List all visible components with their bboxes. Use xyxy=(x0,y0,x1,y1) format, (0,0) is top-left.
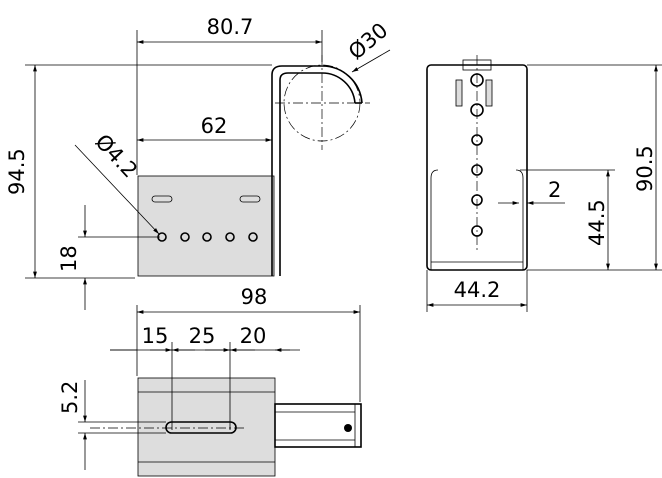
dim-62: 62 xyxy=(201,114,228,138)
dim-25: 25 xyxy=(189,324,216,348)
dim-94-5: 94.5 xyxy=(5,148,29,195)
bracket-plate xyxy=(137,175,275,277)
hook-arc xyxy=(321,65,363,104)
dim-18: 18 xyxy=(57,245,81,272)
dim-hook-diameter: Ø30 xyxy=(344,18,393,64)
top-view: 98 15 25 20 5.2 xyxy=(58,285,362,477)
dim-90-5: 90.5 xyxy=(633,145,657,192)
dim-80-7: 80.7 xyxy=(207,15,254,39)
front-view: 80.7 Ø30 62 Ø4.2 94.5 18 xyxy=(5,15,392,310)
side-view: 90.5 44.5 2 44.2 xyxy=(426,55,662,312)
dim-98: 98 xyxy=(241,285,268,309)
dim-15: 15 xyxy=(142,324,169,348)
dim-hole-diameter: Ø4.2 xyxy=(90,129,142,182)
dim-44-2: 44.2 xyxy=(454,278,501,302)
dim-44-5: 44.5 xyxy=(585,199,609,246)
dim-20: 20 xyxy=(240,324,267,348)
dim-2: 2 xyxy=(548,178,561,202)
slot xyxy=(165,421,237,434)
dim-5-2: 5.2 xyxy=(58,381,82,414)
